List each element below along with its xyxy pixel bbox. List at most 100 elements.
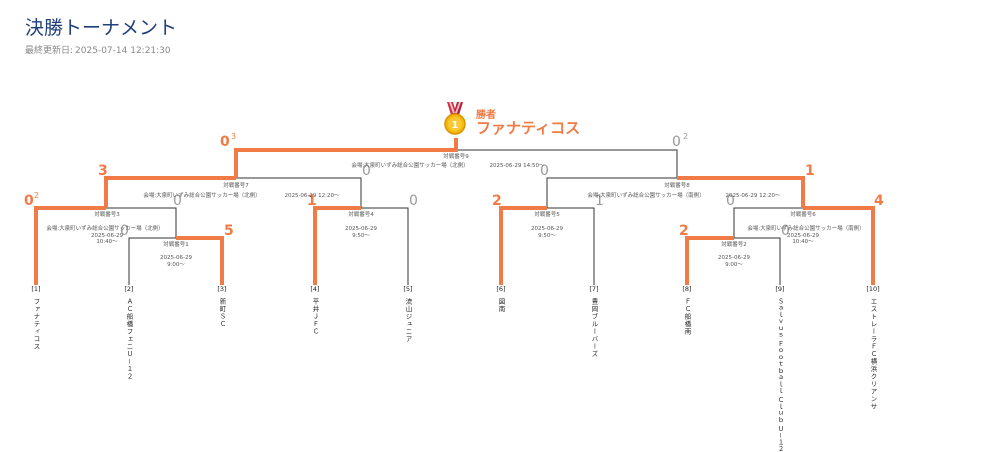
score: 4 [874, 193, 884, 209]
last-updated: 最終更新日:2025-07-14 12:21:30 [25, 43, 171, 56]
match-date: 2025-06-29 [160, 255, 192, 261]
match-time: 12:20〜 [318, 193, 340, 199]
team-name: ＦＣ船橋南 [683, 298, 691, 336]
winner-path [803, 206, 875, 285]
winner-path [313, 206, 361, 285]
match-number: 対戦番号9 [443, 152, 469, 160]
score: 1 [307, 193, 317, 209]
match-venue: 会場:大泉町いずみ総合公園サッカー場（南側） [587, 191, 704, 199]
team-4[interactable]: [4] 平井ＪＦＣ [305, 285, 325, 336]
winner-name: ファナティコス [476, 119, 581, 137]
team-10[interactable]: [10] エストレーラＦＣ横浜クリアンサ [863, 285, 883, 411]
score: 5 [224, 223, 234, 239]
team-name: エストレーラＦＣ横浜クリアンサ [869, 298, 877, 411]
team-name: ファナティコス [32, 298, 40, 351]
gold-medal-icon: 1 [444, 102, 466, 135]
match-date: 2025-06-29 [91, 233, 123, 239]
winner-path [677, 176, 805, 208]
match-time: 9:50〜 [538, 233, 556, 239]
match-date: 2025-06-29 [531, 226, 563, 232]
team-7[interactable]: [7] 豊岡ブルーバーズ [584, 285, 604, 358]
bracket-line [236, 177, 362, 208]
match-time: 12:20〜 [759, 193, 781, 199]
score: 0 [220, 134, 230, 150]
team-2[interactable]: [2] ＡＣ船橋フェニＵ－１２ [119, 285, 139, 381]
bracket-line [456, 149, 678, 178]
score: 0 [24, 193, 34, 209]
match-time: 9:00〜 [725, 262, 743, 268]
team-3[interactable]: [3] 新町ＳＣ [212, 285, 232, 328]
match-datetime: 2025-06-29 12:20〜 [725, 193, 781, 199]
team-name: 平井ＪＦＣ [311, 298, 319, 336]
bracket-line [547, 207, 595, 285]
match-number: 対戦番号4 [348, 210, 374, 218]
bracket-line [546, 177, 677, 208]
winner-path [234, 138, 458, 178]
team-6[interactable]: [6] 図南 [491, 285, 511, 313]
match-number: 対戦番号6 [790, 210, 816, 218]
score: 2 [679, 223, 689, 239]
score: 1 [805, 163, 815, 179]
team-name: 流山ジュニア [404, 298, 412, 343]
match-date: 2025-06-29 [345, 226, 377, 232]
team-name: 新町ＳＣ [218, 298, 226, 328]
medal-number: 1 [452, 120, 459, 131]
team-9[interactable]: [9] Ｓａｌｖｕｓ Ｆｏｏｔｂａｌｌ Ｃｌｕｂ Ｕ－１２ [770, 285, 790, 452]
match-number: 対戦番号3 [94, 210, 120, 218]
team-seed: [7] [589, 285, 599, 293]
score: 0 [540, 163, 549, 179]
match-date: 2025-06-29 [725, 193, 757, 199]
winner-path [34, 206, 106, 285]
winner-path [176, 236, 224, 285]
bracket-line [361, 207, 409, 285]
match-datetime: 2025-06-29 12:20〜 [284, 193, 340, 199]
score: 2 [492, 193, 502, 209]
team-1[interactable]: [1] ファナティコス [26, 285, 46, 351]
match-number: 対戦番号8 [664, 181, 690, 189]
team-seed: [9] [775, 285, 785, 293]
match-time: 9:00〜 [167, 262, 185, 268]
winner-path [104, 176, 236, 208]
score: 0 [781, 223, 790, 239]
bracket-line [128, 237, 176, 285]
bracket-line [106, 207, 177, 238]
match-date: 2025-06-29 [787, 233, 819, 239]
match-number: 対戦番号2 [721, 240, 747, 248]
winner-path [685, 236, 734, 285]
page-title: 決勝トーナメント [25, 17, 178, 39]
score: 0 [409, 193, 418, 209]
team-seed: [8] [682, 285, 692, 293]
last-updated-label: 最終更新日: [25, 46, 74, 56]
team-name: Ｓａｌｖｕｓ Ｆｏｏｔｂａｌｌ Ｃｌｕｂ Ｕ－１２ [776, 298, 784, 452]
team-name: ＡＣ船橋フェニＵ－１２ [125, 298, 133, 381]
match-number: 対戦番号5 [534, 210, 560, 218]
team-seed: [5] [403, 285, 413, 293]
score-pk: 2 [683, 132, 688, 141]
team-name: 豊岡ブルーバーズ [590, 298, 598, 358]
match-time: 9:50〜 [352, 233, 370, 239]
match-date: 2025-06-29 [489, 163, 521, 169]
winner-path [499, 206, 547, 285]
bracket-line [733, 207, 803, 238]
team-seed: [2] [124, 285, 134, 293]
match-time: 10:40〜 [792, 239, 814, 245]
score-pk: 3 [231, 132, 236, 141]
score: 1 [595, 193, 604, 209]
score-pk: 2 [34, 191, 39, 200]
score: 0 [362, 163, 371, 179]
match-venue: 会場:大泉町いずみ総合公園サッカー場（南側） [747, 224, 864, 232]
team-5[interactable]: [5] 流山ジュニア [398, 285, 418, 343]
winner-label: 勝者 [476, 110, 496, 121]
team-seed: [10] [866, 285, 880, 293]
team-seed: [4] [310, 285, 320, 293]
match-number: 対戦番号1 [163, 240, 189, 248]
bracket-line [734, 237, 781, 285]
score: 3 [98, 163, 108, 179]
team-8[interactable]: [8] ＦＣ船橋南 [677, 285, 697, 336]
score: 0 [173, 193, 182, 209]
team-name: 図南 [497, 298, 505, 313]
match-number: 対戦番号7 [223, 181, 249, 189]
match-venue: 会場:大泉町いずみ総合公園サッカー場（北側） [143, 191, 260, 199]
team-seed: [1] [31, 285, 41, 293]
